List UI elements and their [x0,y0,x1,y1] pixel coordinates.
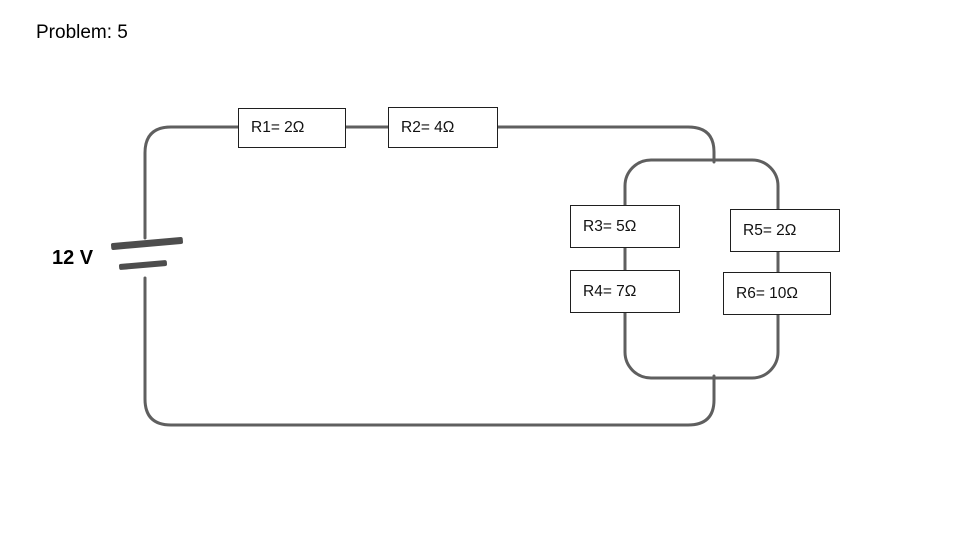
resistor-R5: R5= 2Ω [730,209,840,252]
resistor-R6: R6= 10Ω [723,272,831,315]
battery-voltage-label: 12 V [52,247,94,269]
parallel-branch-loop [623,158,780,380]
problem-title: Problem: 5 [36,22,128,43]
resistor-R4: R4= 7Ω [570,270,680,313]
resistor-R1: R1= 2Ω [238,108,346,148]
resistor-R2: R2= 4Ω [388,107,498,148]
resistor-R3: R3= 5Ω [570,205,680,248]
wire-bottom-loop [143,276,716,427]
